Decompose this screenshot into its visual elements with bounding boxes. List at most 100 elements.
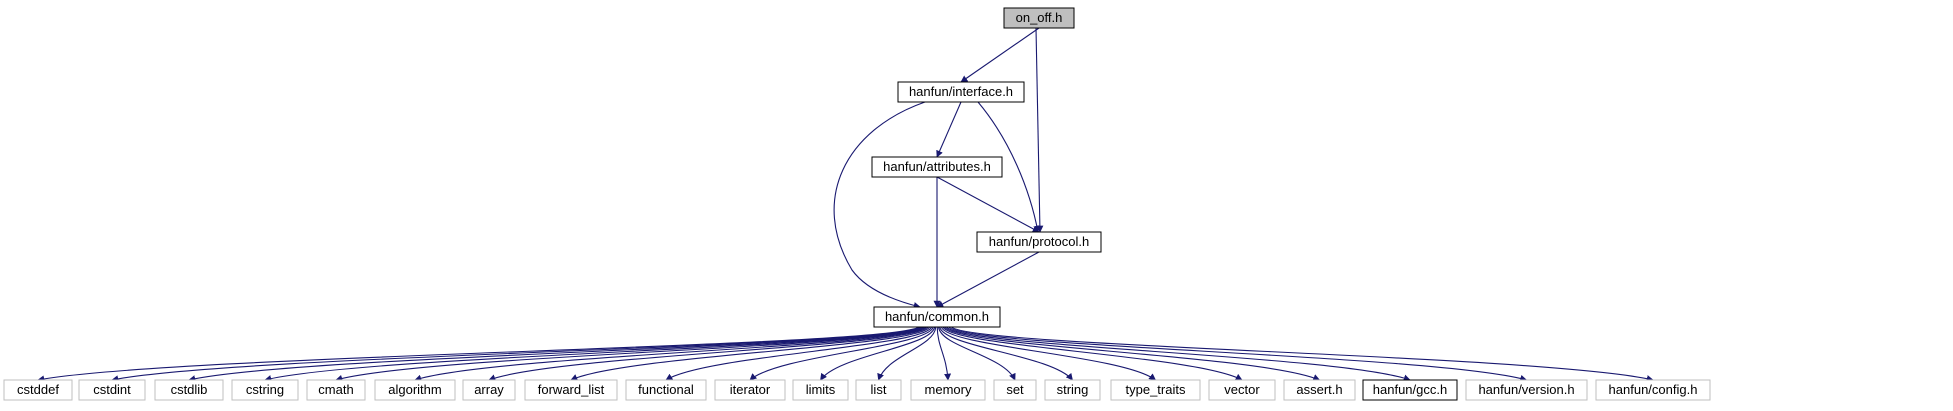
node-root[interactable]: on_off.h	[1003, 7, 1075, 29]
node-common[interactable]: hanfun/common.h	[873, 306, 1001, 328]
node-box-cstring	[231, 379, 299, 401]
node-attributes[interactable]: hanfun/attributes.h	[871, 156, 1003, 178]
node-label-assert: assert.h	[1296, 382, 1342, 397]
node-box-type-traits	[1110, 379, 1201, 401]
edge-common-to-assert	[944, 326, 1321, 381]
edge-common-to-cstdlib	[188, 326, 923, 383]
node-memory: memory	[910, 379, 986, 401]
edge-interface-to-attributes	[936, 101, 962, 158]
node-label-list: list	[871, 382, 887, 397]
edge-common-to-version	[948, 326, 1528, 382]
node-label-algorithm: algorithm	[388, 382, 441, 397]
node-box-common	[873, 306, 1001, 328]
node-box-functional	[625, 379, 707, 401]
node-label-root: on_off.h	[1016, 10, 1063, 25]
node-label-memory: memory	[925, 382, 972, 397]
node-cstdlib: cstdlib	[154, 379, 224, 401]
node-label-type-traits: type_traits	[1126, 382, 1186, 397]
node-iterator: iterator	[714, 379, 786, 401]
node-box-memory	[910, 379, 986, 401]
node-label-version: hanfun/version.h	[1478, 382, 1574, 397]
edge-common-to-forward-list	[570, 326, 931, 381]
node-label-cstring: cstring	[246, 382, 284, 397]
node-box-gcc	[1362, 379, 1458, 401]
node-box-forward-list	[524, 379, 618, 401]
node-box-config	[1595, 379, 1711, 401]
edges-layer	[37, 27, 1654, 383]
edge-attributes-to-protocol	[936, 176, 1040, 233]
node-box-cstdlib	[154, 379, 224, 401]
node-box-protocol	[976, 231, 1102, 253]
edge-common-to-iterator	[749, 326, 934, 381]
node-cmath: cmath	[306, 379, 366, 401]
edge-common-to-set	[938, 326, 1016, 381]
node-box-set	[993, 379, 1037, 401]
node-box-iterator	[714, 379, 786, 401]
edge-common-to-algorithm	[414, 326, 927, 382]
node-functional: functional	[625, 379, 707, 401]
node-box-root	[1003, 7, 1075, 29]
node-label-common: hanfun/common.h	[885, 309, 989, 324]
edge-common-to-limits	[820, 326, 936, 381]
node-label-iterator: iterator	[730, 382, 771, 397]
edge-common-to-cmath	[335, 326, 926, 382]
node-config: hanfun/config.h	[1595, 379, 1711, 401]
node-label-set: set	[1006, 382, 1024, 397]
node-label-functional: functional	[638, 382, 694, 397]
node-box-cstddef	[3, 379, 73, 401]
node-box-interface	[897, 81, 1025, 103]
node-cstdint: cstdint	[78, 379, 146, 401]
edge-protocol-to-common	[936, 251, 1040, 308]
edge-root-to-protocol	[1035, 27, 1044, 233]
nodes-layer: on_off.h hanfun/interface.h hanfun/attribu…	[3, 7, 1711, 401]
edge-common-to-cstdint	[111, 326, 921, 383]
node-algorithm: algorithm	[374, 379, 456, 401]
node-label-string: string	[1057, 382, 1089, 397]
node-type-traits: type_traits	[1110, 379, 1201, 401]
node-label-array: array	[474, 382, 504, 397]
edge-interface-to-common	[833, 101, 926, 309]
node-label-cstdlib: cstdlib	[171, 382, 208, 397]
node-box-version	[1465, 379, 1588, 401]
edge-common-to-array	[488, 326, 929, 382]
node-box-vector	[1208, 379, 1276, 401]
node-list: list	[855, 379, 902, 401]
node-cstring: cstring	[231, 379, 299, 401]
node-label-cmath: cmath	[318, 382, 353, 397]
node-box-cmath	[306, 379, 366, 401]
edge-common-to-list	[877, 326, 937, 381]
node-assert: assert.h	[1283, 379, 1356, 401]
node-array: array	[462, 379, 516, 401]
edge-common-to-config	[950, 326, 1654, 382]
node-box-algorithm	[374, 379, 456, 401]
edge-root-to-interface	[960, 27, 1040, 83]
node-forward-list: forward_list	[524, 379, 618, 401]
node-cstddef: cstddef	[3, 379, 73, 401]
edge-common-to-gcc	[946, 326, 1411, 382]
node-label-attributes: hanfun/attributes.h	[883, 159, 991, 174]
edge-common-to-string	[939, 326, 1073, 381]
edge-common-to-memory	[936, 326, 952, 381]
node-box-string	[1044, 379, 1101, 401]
node-label-forward-list: forward_list	[538, 382, 605, 397]
edge-interface-to-protocol	[977, 101, 1041, 233]
node-box-array	[462, 379, 516, 401]
node-box-attributes	[871, 156, 1003, 178]
node-label-limits: limits	[806, 382, 836, 397]
node-box-list	[855, 379, 902, 401]
node-label-interface: hanfun/interface.h	[909, 84, 1013, 99]
node-string: string	[1044, 379, 1101, 401]
node-label-cstdint: cstdint	[93, 382, 131, 397]
node-interface[interactable]: hanfun/interface.h	[897, 81, 1025, 103]
node-label-vector: vector	[1224, 382, 1260, 397]
node-gcc[interactable]: hanfun/gcc.h	[1362, 379, 1458, 401]
node-box-limits	[792, 379, 849, 401]
node-set: set	[993, 379, 1037, 401]
edge-common-to-type-traits	[940, 326, 1157, 381]
edge-common-to-functional	[665, 326, 933, 381]
node-label-gcc: hanfun/gcc.h	[1373, 382, 1447, 397]
node-limits: limits	[792, 379, 849, 401]
node-protocol[interactable]: hanfun/protocol.h	[976, 231, 1102, 253]
node-label-protocol: hanfun/protocol.h	[989, 234, 1089, 249]
